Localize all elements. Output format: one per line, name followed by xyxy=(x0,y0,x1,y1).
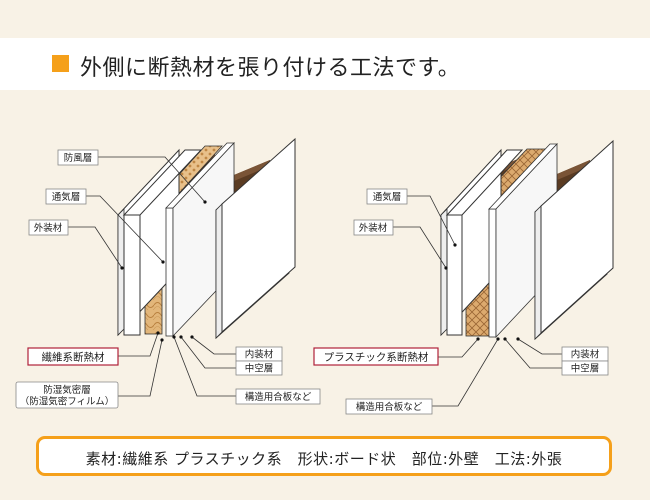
header-bar: 外側に断熱材を張り付ける工法です。 xyxy=(0,38,650,90)
label-vapor-barrier: 防湿気密層 xyxy=(43,384,91,396)
right-leader-dots xyxy=(444,243,520,341)
label-fiber-insulation: 繊維系断熱材 xyxy=(42,351,105,364)
label-exterior-material: 外装材 xyxy=(34,222,63,234)
label-ventilation-layer: 通気層 xyxy=(373,191,402,203)
right-wall-diagram: 通気層 外装材 プラスチック系断熱材 内装材 中空層 構造用合板など xyxy=(313,139,614,415)
right-interior-board xyxy=(534,139,614,341)
label-cavity-layer: 中空層 xyxy=(571,363,600,375)
left-exterior-board xyxy=(117,148,203,337)
label-structural-plywood: 構造用合板など xyxy=(356,401,423,413)
label-plastic-insulation: プラスチック系断熱材 xyxy=(324,351,429,364)
label-vapor-barrier-film: （防湿気密フィルム） xyxy=(20,396,115,408)
page-title: 外側に断熱材を張り付ける工法です。 xyxy=(80,56,461,81)
label-structural-plywood: 構造用合板など xyxy=(245,391,312,403)
left-interior-board xyxy=(215,137,296,340)
right-labels: 通気層 外装材 プラスチック系断熱材 内装材 中空層 構造用合板など xyxy=(313,188,609,415)
label-ventilation-layer: 通気層 xyxy=(52,191,81,203)
label-interior-material: 内装材 xyxy=(245,349,274,361)
left-leader-lines xyxy=(68,156,236,397)
right-leader-lines xyxy=(393,195,562,407)
left-leader-dots xyxy=(120,200,207,342)
spec-summary-text: 素材:繊維系 プラスチック系 形状:ボード状 部位:外壁 工法:外張 xyxy=(85,450,563,468)
label-interior-material: 内装材 xyxy=(571,349,600,361)
label-exterior-material: 外装材 xyxy=(359,222,388,234)
left-labels: 防風層 通気層 外装材 繊維系断熱材 防湿気密層 （防湿気密フィルム） 内装材 … xyxy=(15,149,321,409)
spec-summary-box: 素材:繊維系 プラスチック系 形状:ボード状 部位:外壁 工法:外張 xyxy=(36,436,612,476)
right-exterior-board xyxy=(440,148,524,337)
label-windproof-layer: 防風層 xyxy=(64,152,93,164)
label-cavity-layer: 中空層 xyxy=(245,363,274,375)
left-wall-diagram: 防風層 通気層 外装材 繊維系断熱材 防湿気密層 （防湿気密フィルム） 内装材 … xyxy=(15,137,321,409)
orange-square-icon xyxy=(52,55,69,72)
